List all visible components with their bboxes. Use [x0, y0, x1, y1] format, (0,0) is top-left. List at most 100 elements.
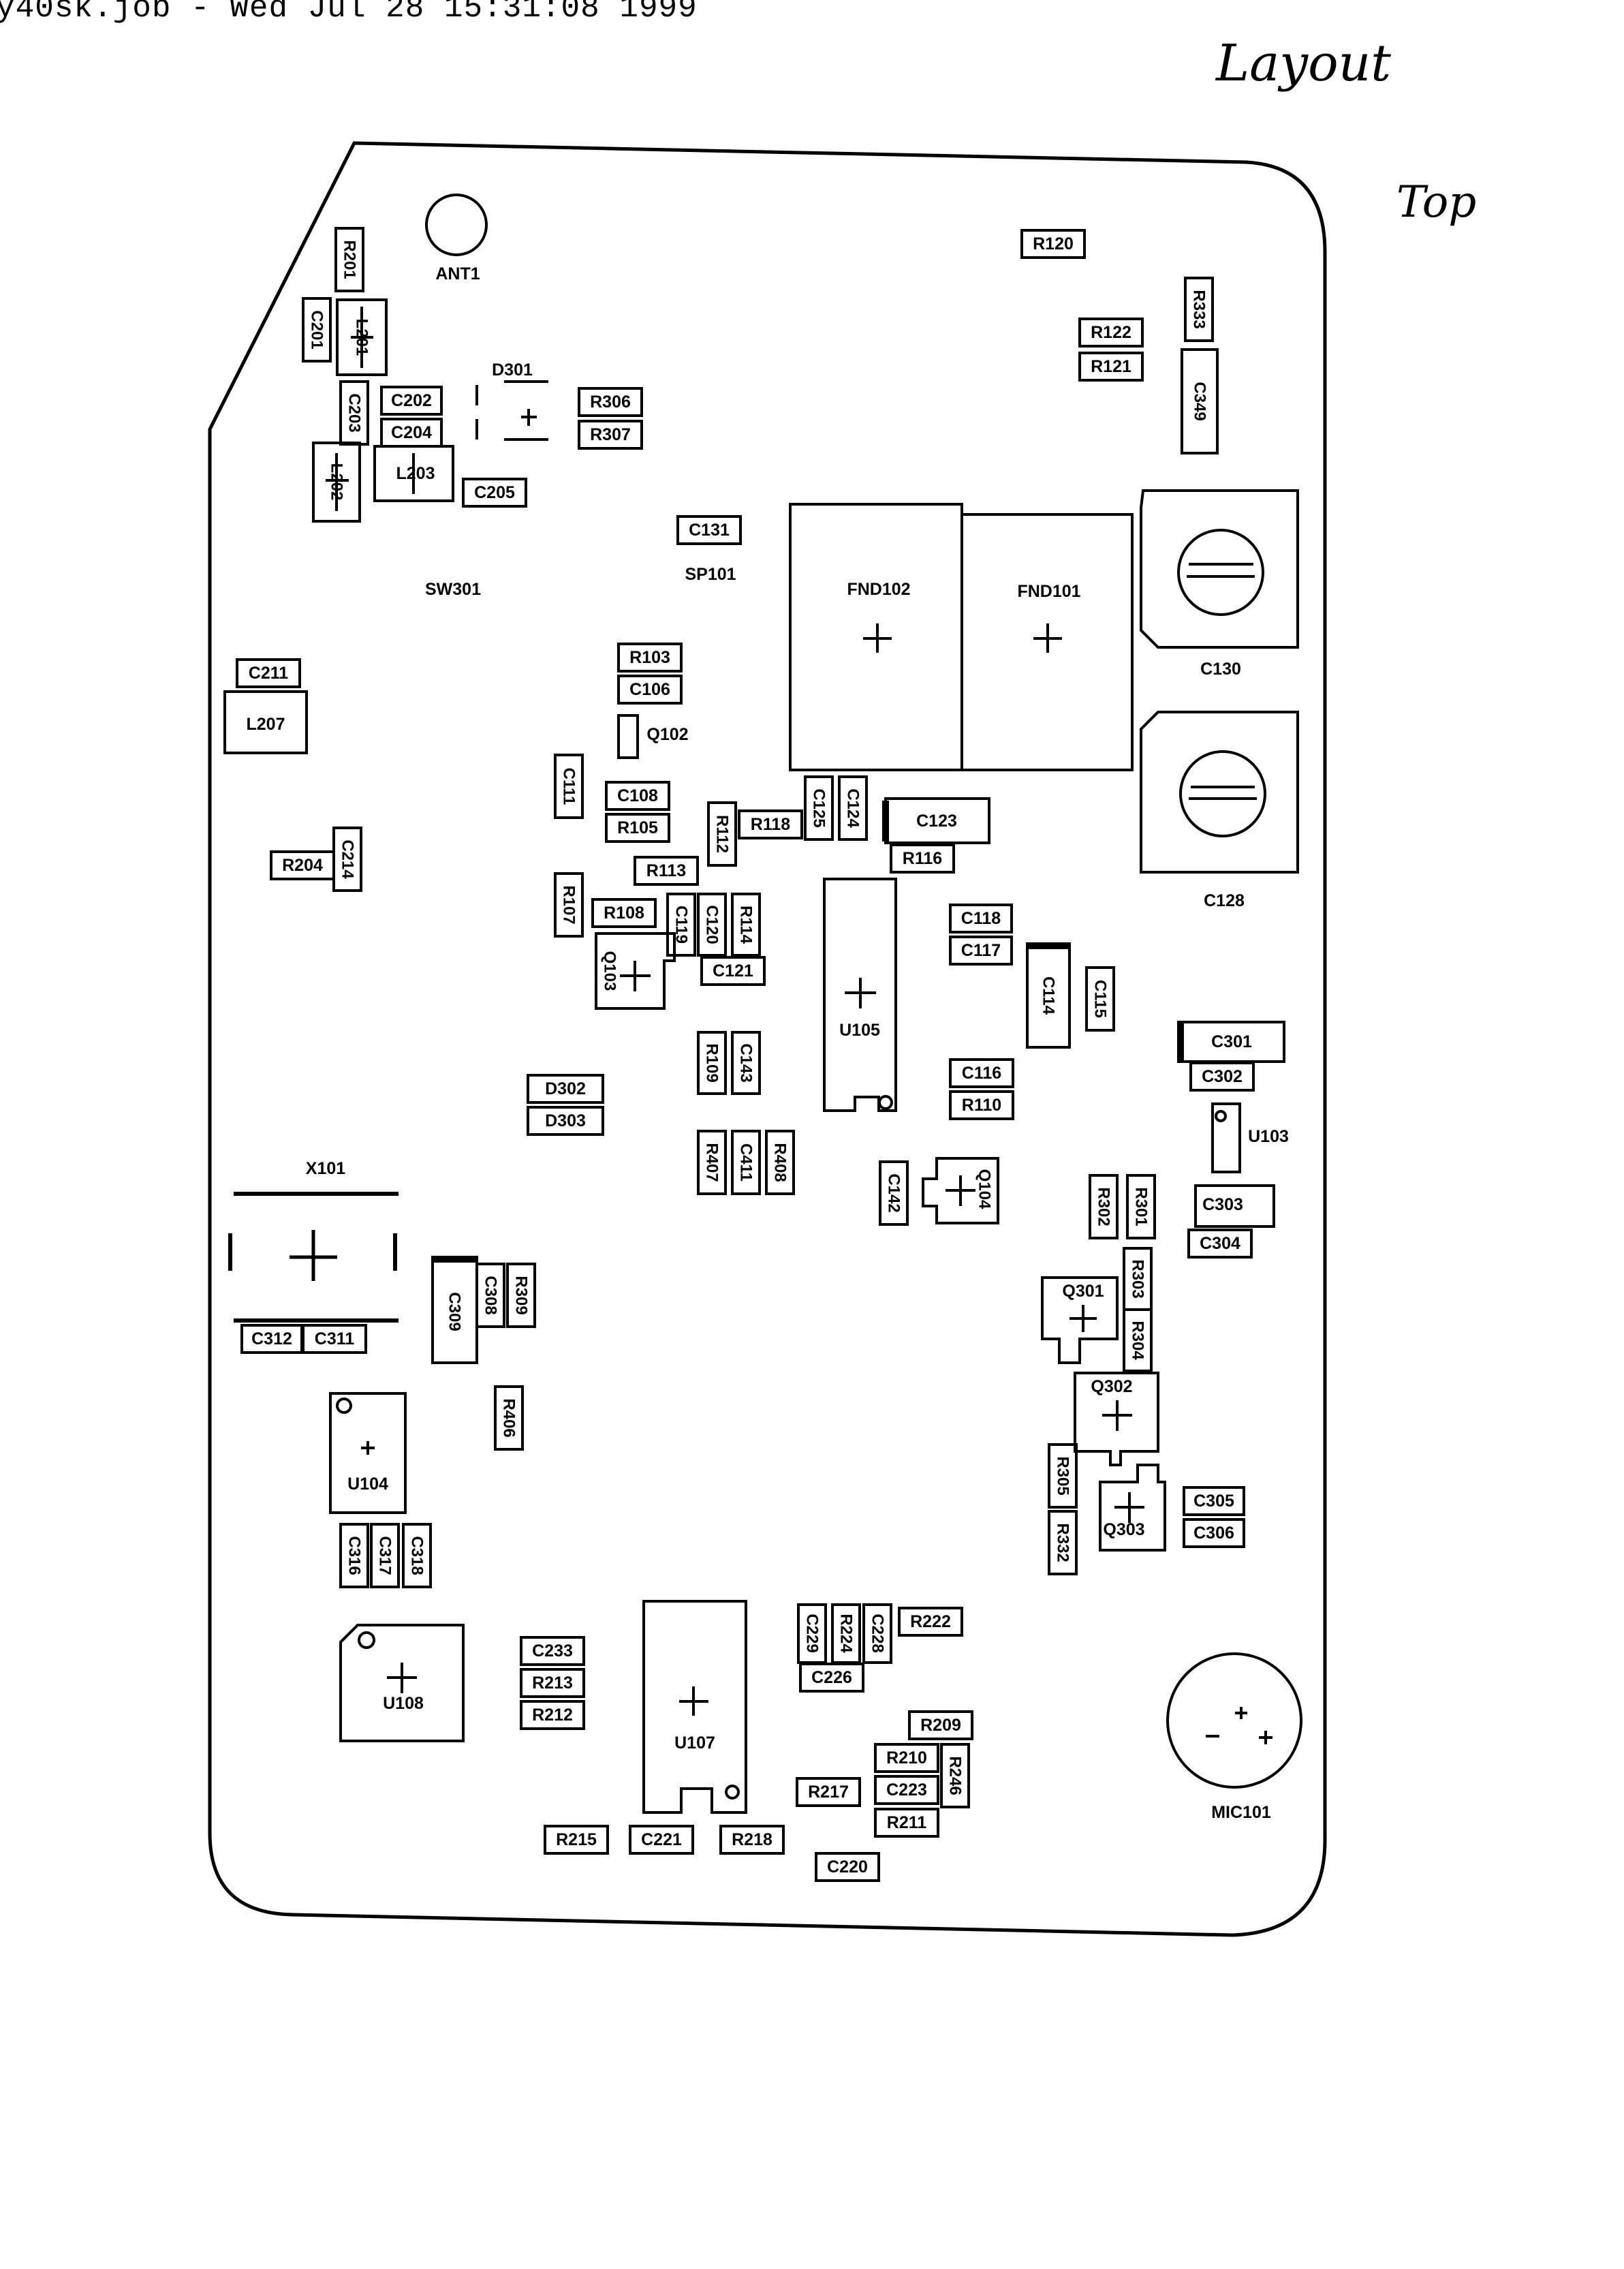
label-r114: R114: [737, 906, 755, 944]
label-sp101: SP101: [685, 565, 736, 584]
label-c115: C115: [1091, 980, 1110, 1018]
label-c302: C302: [1202, 1067, 1243, 1086]
label-u108: U108: [383, 1694, 424, 1713]
trimmer-c128-rotor: [1179, 750, 1266, 837]
label-r109: R109: [703, 1043, 721, 1082]
label-r307: R307: [590, 425, 631, 444]
trimmer-c130-outline: [1140, 489, 1299, 649]
label-c228: C228: [869, 1614, 887, 1652]
label-r302: R302: [1095, 1187, 1113, 1226]
label-r122: R122: [1091, 323, 1131, 342]
label-r218: R218: [732, 1830, 772, 1849]
label-d301: D301: [492, 360, 533, 380]
label-r303: R303: [1129, 1259, 1147, 1298]
label-c304: C304: [1200, 1234, 1240, 1253]
label-sw301: SW301: [425, 580, 481, 599]
label-c205: C205: [474, 483, 515, 502]
label-u105: U105: [839, 1021, 880, 1040]
label-c221: C221: [641, 1830, 682, 1849]
label-c312: C312: [251, 1329, 292, 1348]
label-c121: C121: [713, 961, 753, 981]
label-q103: Q103: [601, 951, 619, 991]
label-c308: C308: [482, 1276, 500, 1314]
label-c124: C124: [844, 788, 862, 828]
print-job-header: y40sk.job - Wed Jul 28 15:31:08 1999: [0, 0, 698, 26]
label-c349: C349: [1191, 382, 1209, 420]
label-c203: C203: [345, 393, 364, 432]
antenna-pad: [425, 194, 488, 256]
label-c226: C226: [811, 1668, 852, 1687]
ic-u104-body: [329, 1392, 407, 1514]
label-r407: R407: [703, 1143, 721, 1182]
label-c120: C120: [703, 905, 721, 944]
transistor-q104-outline: [922, 1157, 999, 1224]
layout-handwritten-note: Layout: [1216, 34, 1392, 93]
label-r304: R304: [1129, 1321, 1147, 1360]
transistor-q102-body: [617, 714, 639, 759]
label-c106: C106: [629, 680, 670, 699]
label-c301: C301: [1211, 1032, 1252, 1051]
label-c118: C118: [961, 909, 1001, 928]
label-c305: C305: [1193, 1492, 1234, 1511]
label-c317: C317: [376, 1536, 394, 1575]
label-q104: Q104: [975, 1169, 994, 1209]
ic-u103-body: [1211, 1102, 1241, 1173]
label-c223: C223: [886, 1780, 927, 1800]
label-c202: C202: [391, 391, 432, 410]
label-u104: U104: [347, 1475, 388, 1494]
label-r112: R112: [713, 815, 732, 853]
label-r408: R408: [771, 1143, 790, 1182]
label-r201: R201: [341, 240, 359, 279]
label-r215: R215: [556, 1830, 597, 1849]
label-c111: C111: [560, 768, 578, 805]
label-r333: R333: [1190, 290, 1208, 328]
label-r212: R212: [532, 1705, 573, 1725]
label-u107: U107: [674, 1733, 715, 1753]
label-r224: R224: [837, 1614, 856, 1653]
label-fnd102: FND102: [847, 580, 910, 599]
label-c114: C114: [1040, 976, 1058, 1015]
label-r204: R204: [282, 856, 323, 875]
label-q102: Q102: [646, 725, 688, 744]
label-c318: C318: [408, 1536, 426, 1575]
label-c201: C201: [308, 310, 326, 349]
label-c316: C316: [345, 1536, 364, 1575]
label-d302: D302: [545, 1079, 586, 1098]
label-c117: C117: [961, 941, 1001, 960]
label-c123: C123: [916, 812, 957, 831]
label-r309: R309: [512, 1276, 531, 1314]
label-c303: C303: [1202, 1195, 1243, 1214]
label-c311: C311: [315, 1329, 354, 1348]
label-c233: C233: [532, 1641, 573, 1661]
label-r406: R406: [500, 1398, 518, 1437]
label-c306: C306: [1193, 1524, 1234, 1543]
display-fnd101: [961, 513, 1134, 771]
label-c143: C143: [737, 1043, 755, 1082]
label-r332: R332: [1054, 1523, 1072, 1562]
label-r113: R113: [646, 861, 686, 880]
label-c142: C142: [885, 1173, 903, 1212]
label-c411: C411: [737, 1143, 755, 1182]
label-ant1: ANT1: [435, 264, 480, 283]
ic-u105-outline: [823, 878, 897, 1112]
label-c131: C131: [689, 521, 730, 540]
label-u103: U103: [1248, 1127, 1289, 1146]
transistor-q103-outline: [595, 932, 676, 1010]
trimmer-c128-outline: [1140, 711, 1299, 874]
label-r121: R121: [1091, 357, 1131, 376]
ic-u108-outline: [339, 1624, 465, 1742]
label-r107: R107: [560, 885, 578, 924]
label-r103: R103: [629, 648, 670, 667]
inductor-l207-body: [223, 690, 308, 754]
label-c108: C108: [617, 786, 658, 805]
label-c229: C229: [803, 1614, 822, 1652]
label-r222: R222: [910, 1612, 951, 1631]
trimmer-c130-rotor: [1177, 529, 1264, 616]
label-c211: C211: [249, 664, 288, 683]
label-r118: R118: [751, 815, 790, 834]
label-fnd101: FND101: [1017, 582, 1080, 601]
microphone-mic101: [1166, 1652, 1302, 1789]
label-r213: R213: [532, 1673, 573, 1693]
label-l201: L201: [353, 319, 371, 356]
label-l203: L203: [396, 464, 435, 483]
